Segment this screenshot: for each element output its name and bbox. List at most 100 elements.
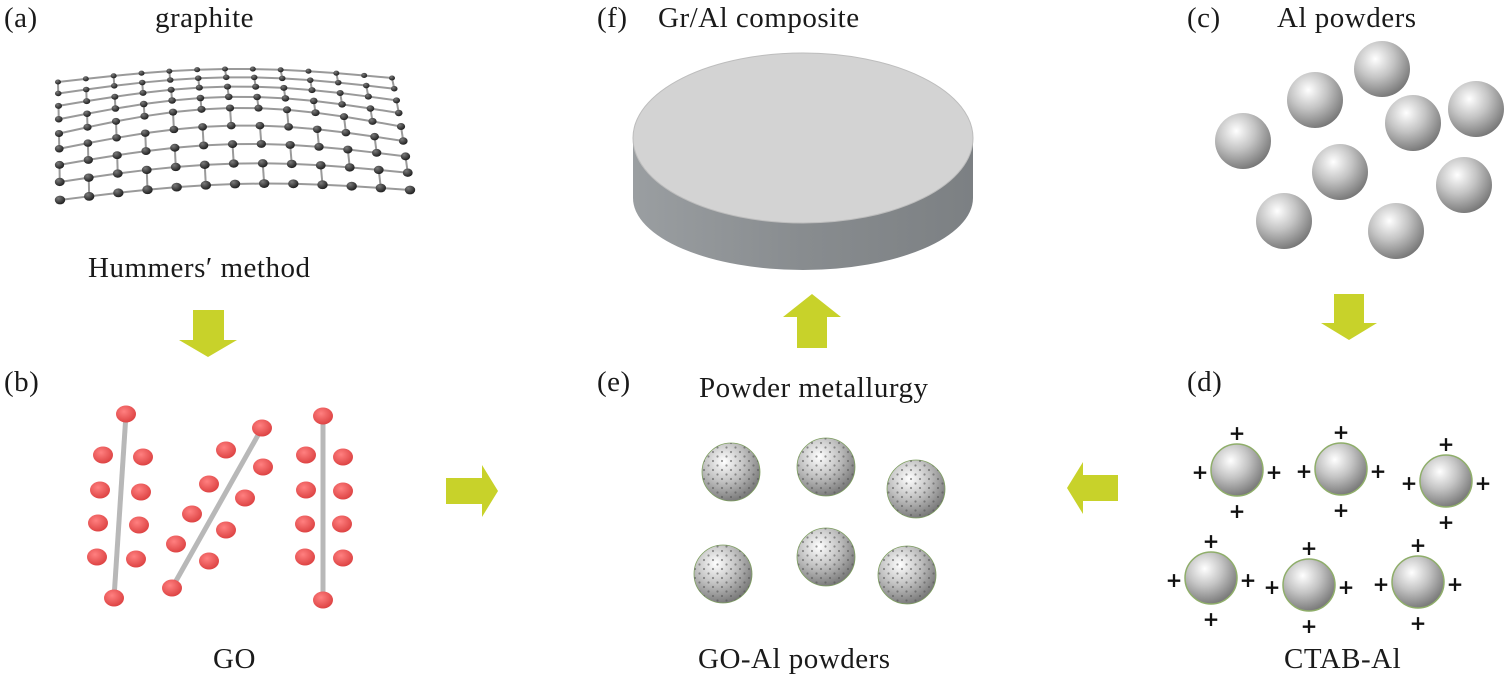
go-sheet-line	[169, 426, 265, 590]
lattice-atom	[256, 140, 266, 148]
lattice-atom	[199, 160, 210, 170]
charge-plus-icon: +	[1203, 529, 1220, 553]
lattice-bond	[255, 85, 284, 89]
lattice-bond	[114, 81, 143, 87]
lattice-atom	[82, 86, 90, 93]
al-sphere	[1448, 81, 1504, 137]
charge-plus-icon: +	[1410, 611, 1427, 635]
lattice-bond	[171, 97, 201, 102]
panel-e-title: Powder metallurgy	[699, 372, 929, 404]
charge-plus-icon: +	[1370, 459, 1387, 483]
lattice-atom	[339, 113, 349, 121]
lattice-bond	[87, 120, 117, 129]
lattice-bond	[58, 126, 88, 135]
arrow-right-b-to-e-icon	[446, 465, 498, 517]
go-atom	[129, 516, 149, 534]
lattice-bond	[200, 95, 229, 100]
lattice-atom	[305, 68, 312, 74]
charge-plus-icon: +	[1373, 572, 1390, 596]
lattice-bond	[343, 115, 373, 123]
arrow-up-e-to-f-icon	[783, 294, 841, 348]
charge-plus-icon: +	[1401, 471, 1418, 495]
lattice-bond	[283, 86, 313, 92]
lattice-bond	[143, 99, 173, 106]
lattice-atom	[253, 93, 261, 101]
lattice-atom	[54, 195, 66, 205]
ctab-al-sphere	[1391, 555, 1445, 609]
lattice-atom	[281, 95, 290, 102]
go-atom	[216, 441, 236, 459]
lattice-bond	[173, 125, 203, 131]
lattice-atom	[54, 130, 64, 137]
lattice-bond	[86, 95, 115, 103]
lattice-bond	[252, 68, 281, 71]
lattice-bond	[315, 111, 345, 118]
go-atom	[235, 489, 255, 507]
lattice-atom	[364, 93, 372, 100]
lattice-atom	[54, 177, 65, 187]
lattice-atom	[141, 165, 152, 175]
lattice-bond	[142, 78, 171, 84]
lattice-atom	[334, 79, 342, 86]
lattice-atom	[372, 148, 382, 157]
lattice-atom	[257, 159, 268, 168]
al-sphere	[1436, 157, 1492, 213]
panel-d-letter: (d)	[1187, 366, 1223, 398]
lattice-atom	[82, 76, 89, 82]
go-al-powder-spheres	[693, 437, 946, 605]
go-al-sphere-dots	[797, 438, 855, 496]
lattice-bond	[116, 132, 146, 139]
lattice-atom	[113, 188, 124, 198]
lattice-atom	[333, 70, 340, 76]
lattice-atom	[112, 134, 121, 142]
go-al-sphere-dots	[887, 460, 945, 518]
go-atom	[296, 446, 316, 464]
lattice-atom	[167, 86, 175, 93]
charge-plus-icon: +	[1333, 498, 1350, 522]
lattice-atom	[111, 93, 119, 100]
lattice-atom	[223, 83, 232, 90]
lattice-atom	[139, 100, 148, 108]
lattice-bond	[310, 79, 339, 84]
lattice-atom	[171, 182, 182, 192]
go-atom	[295, 515, 315, 533]
lattice-atom	[404, 185, 416, 195]
charge-plus-icon: +	[1229, 421, 1246, 445]
lattice-bond	[142, 88, 172, 94]
al-sphere	[1354, 41, 1410, 97]
go-atom	[166, 535, 186, 553]
lattice-bond	[376, 151, 406, 158]
lattice-bond	[59, 158, 89, 166]
lattice-bond	[86, 84, 115, 91]
lattice-atom	[390, 85, 398, 92]
lattice-bond	[59, 142, 89, 150]
lattice-bond	[317, 128, 347, 134]
panel-a-title: graphite	[155, 2, 255, 34]
lattice-atom	[83, 155, 93, 164]
go-sheet-line	[111, 413, 129, 599]
lattice-bond	[202, 124, 232, 128]
lattice-atom	[249, 66, 256, 72]
go-atom	[162, 579, 182, 597]
go-atom	[333, 482, 353, 500]
lattice-bond	[117, 150, 147, 157]
lattice-atom	[110, 83, 118, 89]
arrow-down-a-to-b-icon	[179, 310, 237, 357]
lattice-bond	[169, 68, 198, 73]
lattice-atom	[110, 73, 117, 79]
panel-b-letter: (b)	[4, 366, 40, 398]
charge-plus-icon: +	[1203, 607, 1220, 631]
lattice-atom	[336, 90, 344, 97]
ctab-al-sphere	[1210, 443, 1264, 497]
lattice-atom	[255, 121, 265, 130]
lattice-atom	[402, 168, 413, 177]
lattice-atom	[389, 75, 395, 81]
lattice-bond	[197, 68, 226, 71]
al-sphere	[1312, 144, 1368, 200]
lattice-bond	[57, 77, 86, 83]
panel-c-letter: (c)	[1187, 2, 1221, 34]
lattice-bond	[174, 144, 204, 149]
lattice-atom	[225, 104, 235, 112]
go-atom	[131, 483, 151, 501]
lattice-bond	[199, 85, 228, 89]
